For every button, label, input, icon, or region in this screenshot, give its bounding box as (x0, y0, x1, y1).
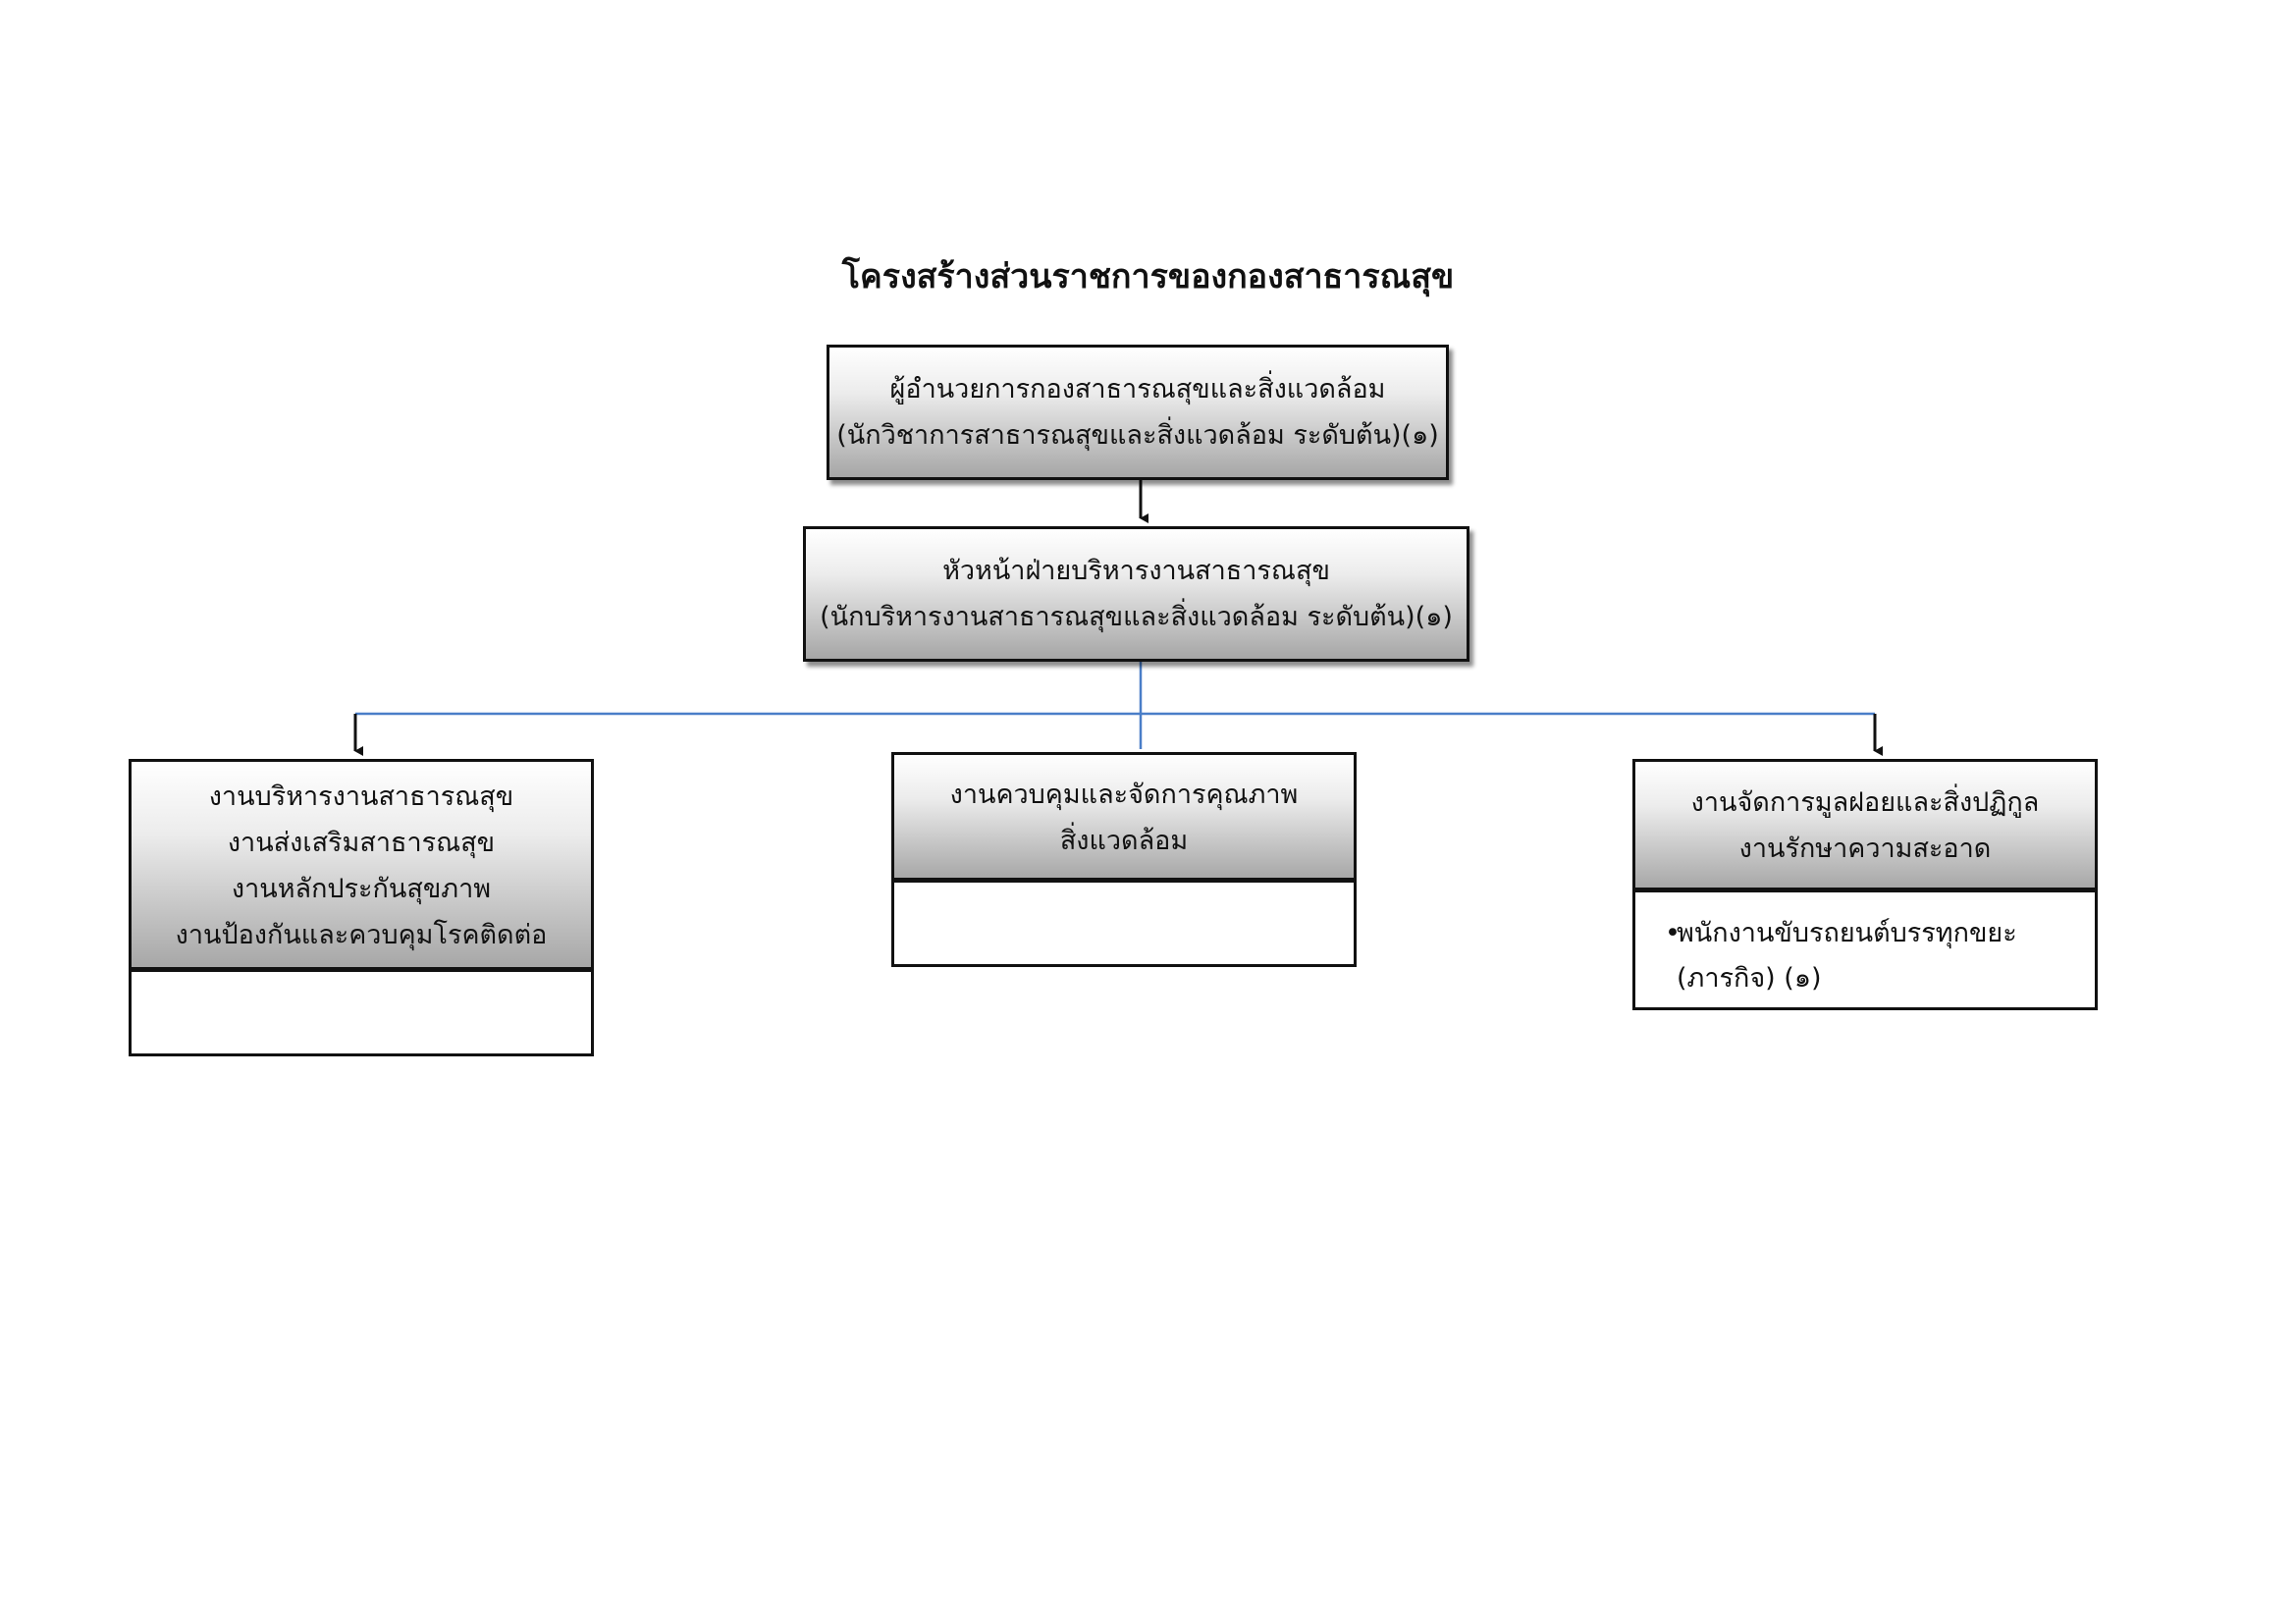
unit-box-public-health: งานบริหารงานสาธารณสุข งานส่งเสริมสาธารณส… (129, 759, 594, 969)
bullet-icon: • (1665, 918, 1681, 948)
unit-line: งานหลักประกันสุขภาพ (231, 873, 492, 904)
unit-box-environment: งานควบคุมและจัดการคุณภาพ สิ่งแวดล้อม (891, 752, 1357, 880)
unit-staff-box-waste: • พนักงานขับรถยนต์บรรทุกขยะ (ภารกิจ) (๑) (1632, 888, 2098, 1010)
director-box: ผู้อำนวยการกองสาธารณสุขและสิ่งแวดล้อม (น… (827, 345, 1449, 480)
staff-item: • พนักงานขับรถยนต์บรรทุกขยะ (1665, 911, 2095, 956)
head-position: (นักบริหารงานสาธารณสุขและสิ่งแวดล้อม ระด… (820, 602, 1453, 632)
unit-line: งานส่งเสริมสาธารณสุข (227, 827, 496, 858)
page-title: โครงสร้างส่วนราชการของกองสาธารณสุข (841, 257, 1455, 296)
unit-line: งานจัดการมูลฝอยและสิ่งปฏิกูล (1690, 787, 2040, 818)
unit-staff-box-public-health (129, 967, 594, 1056)
head-box: หัวหน้าฝ่ายบริหารงานสาธารณสุข (นักบริหาร… (803, 526, 1469, 662)
unit-box-waste: งานจัดการมูลฝอยและสิ่งปฏิกูล งานรักษาควา… (1632, 759, 2098, 889)
unit-line: งานควบคุมและจัดการคุณภาพ (949, 779, 1299, 810)
staff-detail: (ภารกิจ) (๑) (1677, 963, 1822, 994)
unit-line: งานป้องกันและควบคุมโรคติดต่อ (175, 919, 548, 950)
unit-line: งานบริหารงานสาธารณสุข (208, 781, 514, 812)
unit-line: สิ่งแวดล้อม (1059, 825, 1189, 856)
unit-staff-box-environment (891, 878, 1357, 967)
head-title: หัวหน้าฝ่ายบริหารงานสาธารณสุข (942, 556, 1330, 586)
director-title: ผู้อำนวยการกองสาธารณสุขและสิ่งแวดล้อม (889, 374, 1386, 404)
director-position: (นักวิชาการสาธารณสุขและสิ่งแวดล้อม ระดับ… (836, 420, 1439, 451)
unit-line: งานรักษาความสะอาด (1738, 834, 1992, 864)
staff-title: พนักงานขับรถยนต์บรรทุกขยะ (1677, 918, 2017, 948)
staff-item-detail: (ภารกิจ) (๑) (1669, 956, 2095, 1001)
